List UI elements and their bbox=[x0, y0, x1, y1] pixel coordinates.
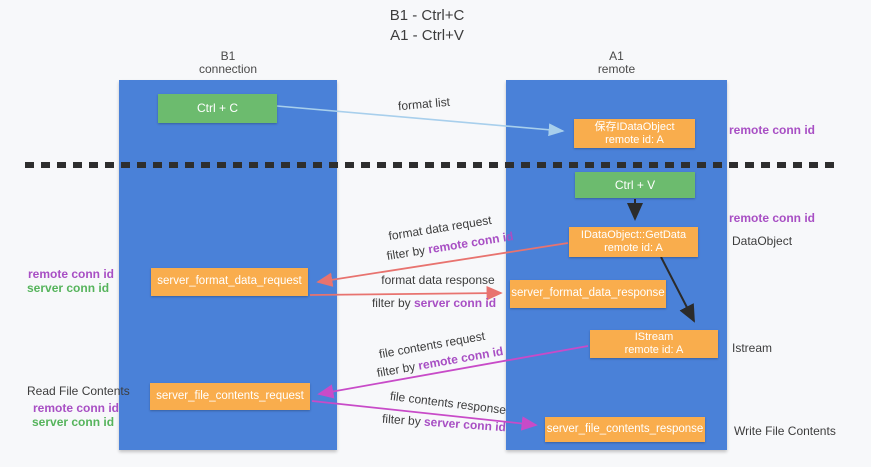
read-file-contents-label: Read File Contents bbox=[27, 384, 130, 398]
filter-by-text: filter by bbox=[381, 411, 422, 429]
istream-line1: IStream bbox=[634, 331, 674, 344]
arrow-file-contents-response bbox=[311, 400, 538, 431]
idataobject-getdata-box: IDataObject::GetData remote id: A bbox=[569, 227, 698, 257]
save-idataobject-box: 保存IDataObject remote id: A bbox=[574, 119, 695, 148]
right-remote-conn-id-label-1: remote conn id bbox=[729, 123, 816, 137]
istream-line2: remote id: A bbox=[624, 344, 684, 356]
arrow-getdata-to-istream bbox=[660, 256, 695, 323]
left-server-conn-id-label-1: server conn id bbox=[27, 281, 110, 295]
lane-b1-name: B1 bbox=[220, 49, 236, 63]
diagram-title: B1 - Ctrl+C A1 - Ctrl+V bbox=[277, 6, 577, 46]
istream-side-label: Istream bbox=[732, 341, 773, 355]
write-file-contents-label: Write File Contents bbox=[734, 424, 836, 438]
lane-header-b1: B1 connection bbox=[119, 50, 337, 76]
lane-b1-subtitle: connection bbox=[198, 62, 258, 76]
server-file-contents-request-box: server_file_contents_request bbox=[150, 383, 310, 410]
server-format-data-request-label: server_format_data_request bbox=[157, 275, 302, 288]
right-remote-conn-id-label-2: remote conn id bbox=[729, 211, 816, 225]
save-idataobject-line1: 保存IDataObject bbox=[594, 120, 675, 133]
left-remote-conn-id-label-1: remote conn id bbox=[28, 267, 115, 281]
arrow-format-data-request bbox=[316, 242, 569, 287]
arrow-file-contents-request bbox=[317, 345, 589, 399]
left-server-conn-id-label-2: server conn id bbox=[32, 415, 115, 429]
server-format-data-response-label: server_format_data_response bbox=[511, 287, 665, 300]
getdata-line2: remote id: A bbox=[604, 242, 663, 254]
filter-by-text: filter by bbox=[371, 296, 411, 310]
server-format-data-request-box: server_format_data_request bbox=[151, 268, 308, 296]
ctrl-v-label: Ctrl + V bbox=[614, 177, 656, 192]
arrow-format-list bbox=[276, 105, 565, 137]
ctrl-c-box: Ctrl + C bbox=[158, 94, 277, 123]
lane-header-a1: A1 remote bbox=[506, 50, 727, 76]
server-file-contents-response-box: server_file_contents_response bbox=[545, 417, 705, 442]
server-file-contents-request-label: server_file_contents_request bbox=[156, 389, 304, 402]
arrow-format-data-response bbox=[309, 285, 503, 301]
title-line-2: A1 - Ctrl+V bbox=[390, 27, 464, 44]
title-line-1: B1 - Ctrl+C bbox=[389, 7, 465, 24]
server-conn-id-text: server conn id bbox=[414, 296, 497, 310]
ctrl-v-box: Ctrl + V bbox=[575, 172, 695, 198]
ctrl-c-label: Ctrl + C bbox=[196, 101, 238, 116]
lane-a1-name: A1 bbox=[609, 49, 624, 63]
istream-box: IStream remote id: A bbox=[590, 330, 718, 358]
save-idataobject-line2: remote id: A bbox=[605, 133, 664, 146]
server-file-contents-response-label: server_file_contents_response bbox=[546, 422, 704, 435]
lane-a1-subtitle: remote bbox=[597, 62, 636, 76]
getdata-line1: IDataObject::GetData bbox=[580, 229, 687, 242]
dataobject-label: DataObject bbox=[732, 234, 793, 248]
format-data-response-label: format data response bbox=[381, 273, 495, 287]
left-remote-conn-id-label-2: remote conn id bbox=[33, 401, 120, 415]
filter-by-server-conn-id-label-1: filter by server conn id bbox=[334, 296, 534, 310]
server-format-data-response-box: server_format_data_response bbox=[510, 280, 666, 308]
